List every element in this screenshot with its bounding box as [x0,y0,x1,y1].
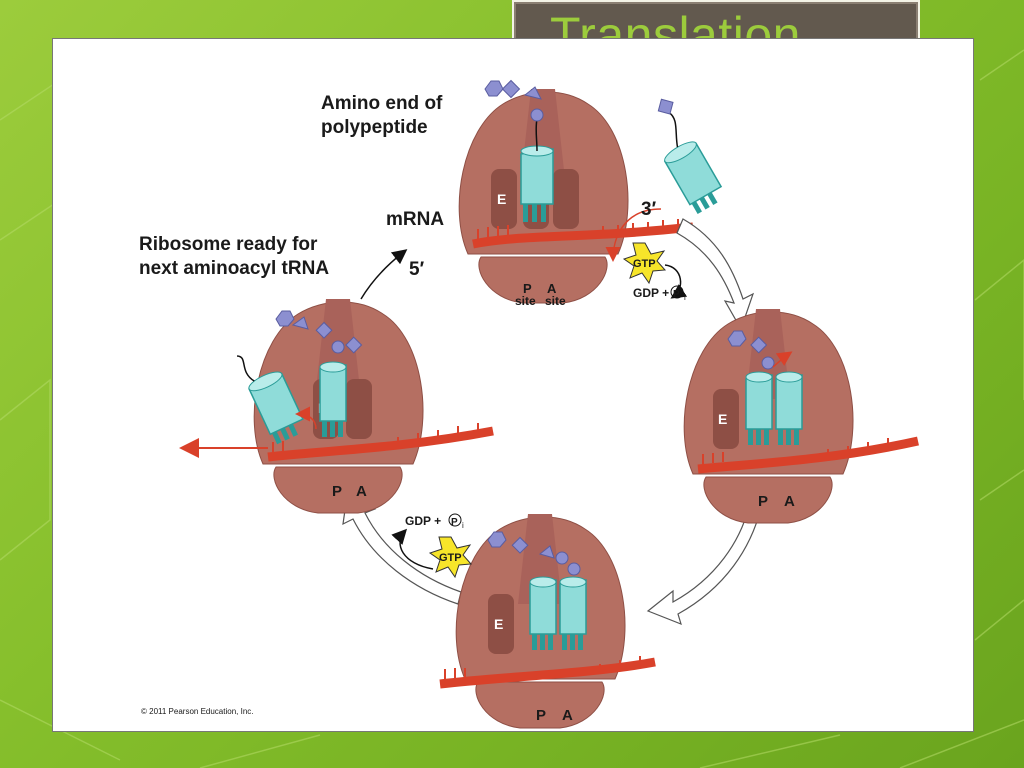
e-site-label: E [497,191,506,207]
gdp-plus-top: GDP + [633,286,669,300]
exiting-trna [236,355,304,445]
ribosome-bottom: E P A [439,513,656,729]
cycle-arrow-4 [360,249,408,300]
mrna-strand [472,222,694,249]
p-label-bottom: P [536,707,546,724]
copyright-text: © 2011 Pearson Education, Inc. [141,707,253,716]
gtp-star-bottom: GTP [428,536,473,579]
pi-letter-top: P [673,289,680,300]
amino-end-label-2: polypeptide [321,117,428,138]
e-site-label-right: E [718,411,727,427]
gtp-label-bottom: GTP [439,552,462,564]
e-site-pocket [491,169,517,229]
trna-p-left [319,364,347,422]
site-label-1: site [515,294,536,308]
p-site-label: P [523,281,532,296]
incoming-aminoacyl-trna [657,98,723,215]
a-label-right: A [784,493,795,510]
pi-letter-bottom: P [451,517,458,528]
five-prime-label: 5′ [409,259,425,280]
ribosome-left: E P A [236,298,494,514]
pi-sub-bottom: i [462,521,464,530]
diagram-panel: E P A site site Amino [52,38,974,732]
trna-a-right [775,374,803,430]
p-label-left: P [332,483,342,500]
a-label-left: A [356,483,367,500]
trna-p-right [745,374,773,430]
site-label-2: site [545,294,566,308]
mrna-label: mRNA [386,209,444,230]
translation-elongation-diagram: E P A site site Amino [139,79,919,729]
e-site-label-bottom: E [494,616,503,632]
amino-end-label-1: Amino end of [321,93,443,114]
cycle-arrow-1 [676,218,755,331]
trna-a-bottom [559,579,587,635]
gtp-star-top: GTP [622,242,667,285]
ribosome-ready-label-1: Ribosome ready for [139,234,318,255]
ribosome-top: E P A site site [458,79,723,308]
ribosome-ready-label-2: next aminoacyl tRNA [139,258,329,279]
ribosome-right: E P A [683,308,919,524]
gdp-plus-bottom: GDP + [405,514,441,528]
pi-sub-top: i [684,293,686,302]
a-label-bottom: A [562,707,573,724]
a-site-label: A [547,281,557,296]
gtp-label-top: GTP [633,258,656,270]
p-label-right: P [758,493,768,510]
three-prime-label: 3′ [641,199,657,220]
amino-acid [530,108,544,122]
trna-p-site [520,148,554,205]
trna-p-bottom [529,579,557,635]
